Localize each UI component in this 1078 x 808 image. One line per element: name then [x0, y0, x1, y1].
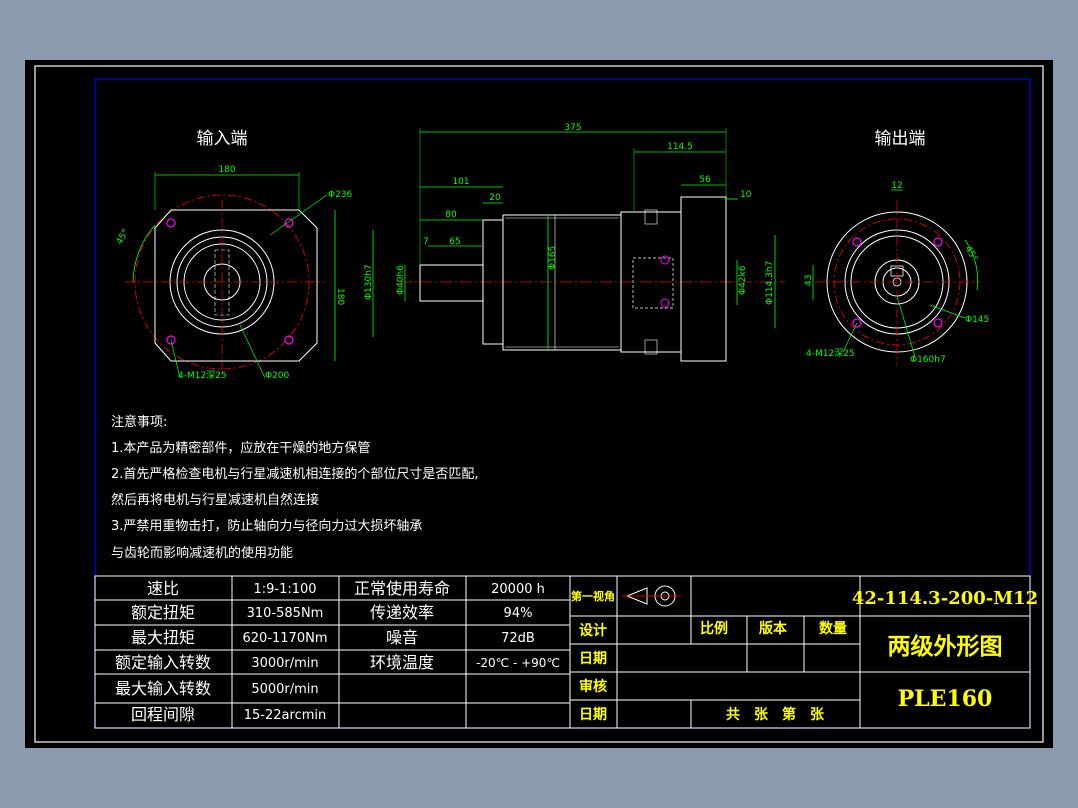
dim-key-width: 12 — [891, 181, 902, 191]
spec2-label: 噪音 — [386, 628, 418, 647]
design-label: 设计 — [579, 622, 607, 639]
dim-65: 65 — [449, 237, 460, 247]
spec-value: 1:9-1:100 — [253, 582, 316, 597]
notes-block: 注意事项: 1.本产品为精密部件，应放在干燥的地方保管 2.首先严格检查电机与行… — [111, 414, 479, 561]
title-block — [569, 575, 1031, 729]
bolt-hole-icon — [166, 335, 176, 345]
spec-value: 5000r/min — [251, 682, 318, 697]
gearbox-body — [502, 214, 622, 351]
dim-output-shaft: Φ42k6 — [738, 265, 748, 295]
dim-101: 101 — [452, 177, 469, 187]
dim-56: 56 — [699, 175, 711, 185]
spec-label: 回程间隙 — [131, 705, 195, 724]
spec2-label: 环境温度 — [370, 653, 434, 672]
drawing-code: 42-114.3-200-M12 — [852, 588, 1038, 609]
dim-input-angle: 45° — [115, 228, 132, 247]
dim-key-height: 43 — [804, 275, 814, 286]
date-label: 日期 — [579, 707, 607, 723]
output-end-view: 12 45° 43 Φ145 4-M12深25 Φ160h7 — [804, 181, 989, 365]
output-housing — [680, 196, 727, 362]
dim-output-holes: 4-M12深25 — [806, 348, 855, 359]
spec2-value: 94% — [504, 606, 533, 621]
note-line: 然后再将电机与行星减速机自然连接 — [111, 492, 319, 508]
projection-label: 第一视角 — [571, 589, 615, 603]
spec-label: 额定扭矩 — [131, 603, 195, 622]
spec-label: 额定输入转数 — [115, 653, 211, 672]
dim-input-height: 180 — [335, 288, 345, 305]
sheet-count-label: 共 张 第 张 — [726, 706, 825, 723]
scale-label: 比例 — [700, 620, 728, 637]
dim-input-bolt-circle: Φ236 — [328, 190, 353, 200]
bolt-hole-icon — [852, 237, 862, 247]
drawing-sheet: 输入端 输出端 180 180 45° Φ236 4-M12深25 Φ200 — [25, 60, 1053, 748]
dim-flange-length: 114.5 — [667, 142, 693, 152]
spec-value: 3000r/min — [251, 656, 318, 671]
bolt-hole-icon — [933, 237, 943, 247]
note-line: 1.本产品为精密部件，应放在干燥的地方保管 — [111, 440, 370, 456]
drawing-name: 两级外形图 — [888, 633, 1003, 660]
note-line: 2.首先严格检查电机与行星减速机相连接的个部位尺寸是否匹配, — [111, 466, 479, 482]
spec2-label: 传递效率 — [370, 603, 434, 622]
quantity-label: 数量 — [819, 620, 847, 637]
outer-frame — [34, 65, 1044, 743]
dim-output-pcd: Φ160h7 — [910, 355, 946, 365]
bolt-hole-icon — [284, 335, 294, 345]
drawing-canvas: 输入端 输出端 180 180 45° Φ236 4-M12深25 Φ200 — [34, 65, 1044, 743]
spec2-value: 20000 h — [491, 582, 545, 597]
bolt-hole-icon — [852, 318, 862, 328]
spec2-label: 正常使用寿命 — [354, 579, 450, 598]
spec-value: 310-585Nm — [247, 606, 324, 621]
title-block-text: 第一视角 设计 日期 审核 日期 比例 版本 数量 共 张 第 张 42-114… — [571, 588, 1038, 723]
date-label: 日期 — [579, 651, 607, 667]
dim-pilot-diameter: Φ130h7 — [364, 264, 374, 300]
spec2-value: -20℃ - +90℃ — [476, 656, 560, 670]
input-shaft — [419, 264, 484, 302]
dim-80: 80 — [445, 210, 457, 220]
projection-symbol-icon — [621, 585, 681, 607]
dim-input-pcd: Φ200 — [265, 371, 290, 381]
review-label: 审核 — [579, 678, 607, 695]
dim-20: 20 — [489, 193, 501, 203]
inner-border — [94, 78, 1031, 729]
notes-title: 注意事项: — [111, 414, 167, 430]
version-label: 版本 — [759, 620, 788, 637]
dim-input-holes: 4-M12深25 — [178, 370, 227, 381]
spec-label: 最大扭矩 — [131, 628, 195, 647]
spec-value: 15-22arcmin — [244, 708, 326, 723]
dim-output-bolt: Φ145 — [965, 315, 989, 325]
bolt-hole-icon — [933, 318, 943, 328]
input-view-label: 输入端 — [197, 129, 248, 149]
dim-shaft-diameter: Φ40h6 — [396, 265, 406, 295]
model-name: PLE160 — [898, 686, 993, 712]
spec-value: 620-1170Nm — [243, 631, 328, 646]
note-line: 与齿轮而影响减速机的使用功能 — [111, 545, 293, 561]
side-view: 375 114.5 101 80 20 65 7 56 10 Φ130h7 Φ4… — [364, 123, 785, 362]
input-flange-outline — [154, 209, 318, 362]
spec-label: 速比 — [147, 579, 179, 598]
bolt-hole-icon — [284, 218, 294, 228]
input-end-view: 180 180 45° Φ236 4-M12深25 Φ200 — [115, 165, 353, 381]
spec-label: 最大输入转数 — [115, 679, 211, 698]
dim-7: 7 — [423, 237, 429, 247]
dim-10: 10 — [740, 190, 752, 200]
dim-input-width: 180 — [218, 165, 235, 175]
dim-body-diameter: Φ165 — [548, 246, 558, 270]
bolt-hole-icon — [166, 218, 176, 228]
spec-table-text: 速比 1:9-1:100 额定扭矩 310-585Nm 最大扭矩 620-117… — [115, 579, 560, 724]
spec2-value: 72dB — [501, 631, 535, 646]
dim-output-pilot: Φ114.3h7 — [765, 261, 775, 305]
output-view-label: 输出端 — [875, 129, 926, 149]
note-line: 3.严禁用重物击打，防止轴向力与径向力过大损坏轴承 — [111, 518, 422, 534]
dim-output-angle: 45° — [962, 245, 979, 264]
dim-total-length: 375 — [564, 123, 581, 133]
